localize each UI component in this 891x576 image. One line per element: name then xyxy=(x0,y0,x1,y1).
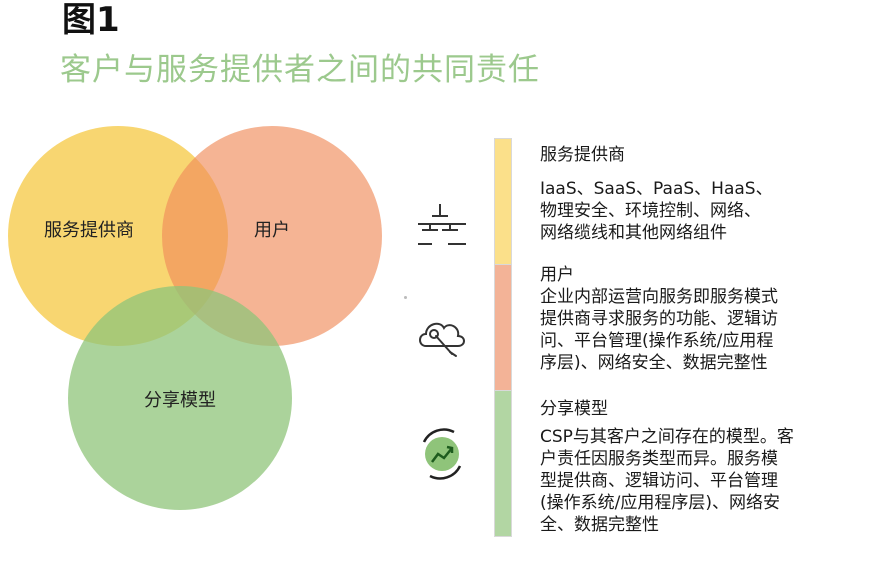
section-body-line: 型提供商、逻辑访问、平台管理 xyxy=(540,471,778,491)
legend-section-shared: 分享模型 CSP与其客户之间存在的模型。客 户责任因服务类型而异。服务模 型提供… xyxy=(540,398,860,536)
section-body-line: 序层)、网络安全、数据完整性 xyxy=(540,353,768,373)
cloud-wrench-icon xyxy=(419,322,465,357)
separator-dot xyxy=(404,296,407,299)
legend-bar-user xyxy=(494,264,512,391)
section-title: 用户 xyxy=(540,265,574,285)
section-body-line: IaaS、SaaS、PaaS、HaaS、 xyxy=(540,179,773,199)
venn-label-shared: 分享模型 xyxy=(144,390,216,411)
network-icon xyxy=(418,204,466,245)
section-body-line: CSP与其客户之间存在的模型。客 xyxy=(540,427,794,447)
section-body-line: 物理安全、环境控制、网络、 xyxy=(540,201,761,221)
legend-section-user: 用户 企业内部运营向服务即服务模式 提供商寻求服务的功能、逻辑访 问、平台管理(… xyxy=(540,264,860,374)
legend-section-provider: 服务提供商 IaaS、SaaS、PaaS、HaaS、 物理安全、环境控制、网络、… xyxy=(540,144,860,244)
section-body-line: 全、数据完整性 xyxy=(540,515,659,535)
section-body-line: 户责任因服务类型而异。服务模 xyxy=(540,449,778,469)
section-title: 分享模型 xyxy=(540,399,608,419)
legend-bar-shared xyxy=(494,390,512,537)
venn-diagram xyxy=(8,126,382,510)
trend-chart-icon xyxy=(422,428,462,480)
section-body-line: 提供商寻求服务的功能、逻辑访 xyxy=(540,309,778,329)
venn-label-user: 用户 xyxy=(254,220,290,241)
figure-label: 图1 xyxy=(62,0,120,40)
venn-label-provider: 服务提供商 xyxy=(44,220,134,241)
legend-bar-provider xyxy=(494,138,512,265)
venn-circle-shared xyxy=(68,286,292,510)
page-title: 客户与服务提供者之间的共同责任 xyxy=(60,52,540,88)
section-body-line: 企业内部运营向服务即服务模式 xyxy=(540,287,778,307)
section-body-line: (操作系统/应用程序层)、网络安 xyxy=(540,493,780,513)
section-body-line: 问、平台管理(操作系统/应用程 xyxy=(540,331,774,351)
section-title: 服务提供商 xyxy=(540,145,625,165)
venn-circle-user xyxy=(162,126,382,346)
section-body-line: 网络缆线和其他网络组件 xyxy=(540,223,727,243)
